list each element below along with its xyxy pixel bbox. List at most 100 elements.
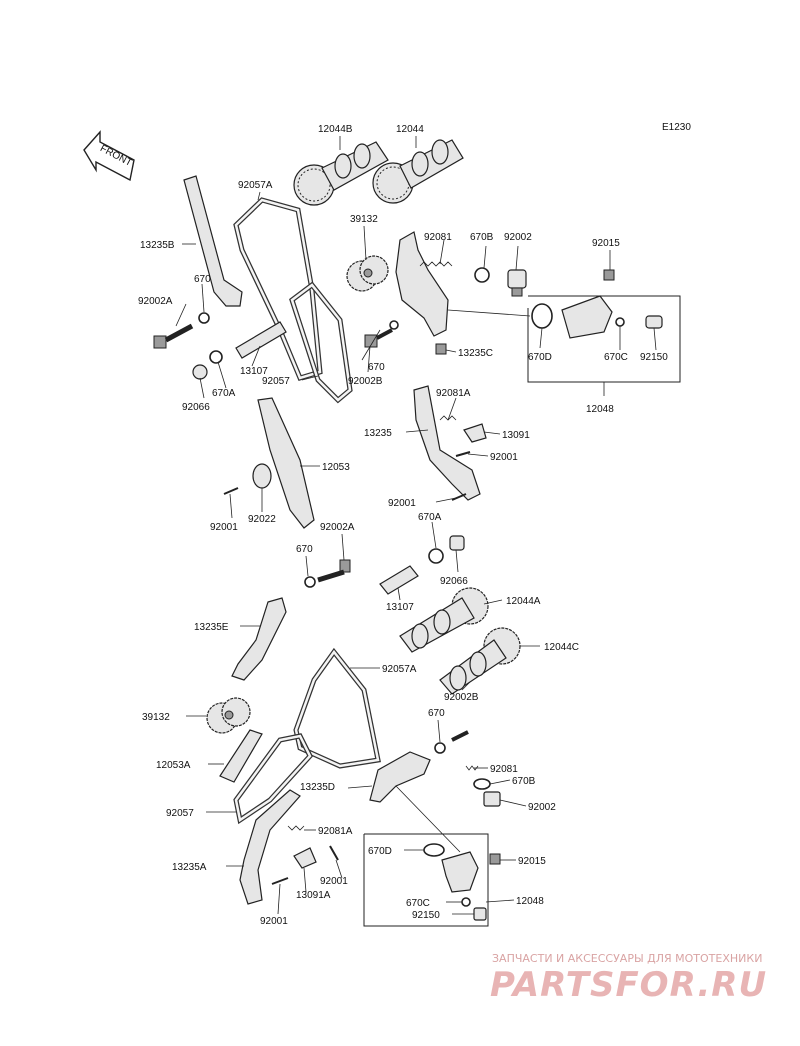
o-ring-670d-upper: [531, 303, 553, 329]
label-670b-bot: 670B: [512, 776, 536, 787]
front-arrow-icon: FRONT: [83, 130, 135, 182]
o-ring-670b-lower: [473, 778, 491, 790]
label-92001-b: 92001: [388, 498, 416, 509]
bolt-92001-e: [271, 877, 289, 885]
label-670a-b: 670A: [418, 512, 442, 523]
label-12048-bot: 12048: [516, 896, 544, 907]
chain-guide-13235: [413, 385, 481, 501]
label-13235c: 13235C: [458, 348, 493, 359]
label-670b-top: 670B: [470, 232, 494, 243]
label-670-a: 670: [194, 274, 211, 285]
o-ring-670-lower-b: [434, 742, 446, 754]
bolt-92002a-lower: [317, 559, 351, 583]
label-13235: 13235: [364, 428, 392, 439]
leader-lines: [175, 136, 657, 915]
label-92002b-b: 92002B: [444, 692, 479, 703]
cam-chain-92057a-lower: [293, 647, 381, 769]
cam-chain-92057-lower: [233, 733, 314, 825]
label-670d-bot: 670D: [368, 846, 392, 857]
label-13091a: 13091A: [296, 890, 331, 901]
label-92002-top: 92002: [504, 232, 532, 243]
label-92002b-a: 92002B: [348, 376, 383, 387]
label-92081a-bot: 92081A: [318, 826, 353, 837]
label-92081-top: 92081: [424, 232, 452, 243]
plug-92002-lower: [483, 791, 501, 807]
sprocket-39132-lower: [206, 697, 251, 734]
tensioner-arm-13235c: [395, 231, 449, 355]
label-13107-a: 13107: [240, 366, 268, 377]
sprocket-39132-upper: [346, 255, 389, 292]
label-13235b: 13235B: [140, 240, 175, 251]
bolt-92001-c: [451, 493, 467, 501]
label-92002a-b: 92002A: [320, 522, 355, 533]
label-12053: 12053: [322, 462, 350, 473]
label-12044-top: 12044: [396, 124, 424, 135]
label-92002a-a: 92002A: [138, 296, 173, 307]
label-92150-bot: 92150: [412, 910, 440, 921]
bracket-13091a: [293, 847, 317, 869]
label-92150-top: 92150: [640, 352, 668, 363]
chain-guide-13235a: [239, 789, 301, 905]
label-12044a: 12044A: [506, 596, 541, 607]
spring-92081-lower: [465, 765, 479, 771]
label-13235a: 13235A: [172, 862, 207, 873]
label-92015-bot: 92015: [518, 856, 546, 867]
bolt-92002b-lower: [451, 730, 469, 742]
label-92001-e: 92001: [260, 916, 288, 927]
label-92001-d: 92001: [320, 876, 348, 887]
o-ring-670-upper: [389, 320, 399, 330]
spring-92081a-lower: [287, 825, 305, 831]
label-13091: 13091: [502, 430, 530, 441]
label-13235d: 13235D: [300, 782, 335, 793]
label-39132-top: 39132: [350, 214, 378, 225]
plug-92066-upper: [192, 364, 208, 380]
label-13107-b: 13107: [386, 602, 414, 613]
watermark-brand: PARTSFOR.RU: [490, 965, 767, 1005]
label-39132-bot: 39132: [142, 712, 170, 723]
label-670c-top: 670C: [604, 352, 628, 363]
label-92081-bot: 92081: [490, 764, 518, 775]
label-670a-a: 670A: [212, 388, 236, 399]
part-labels: 12044B 12044 92057A 13235B 670 92002A 39…: [138, 124, 668, 927]
label-12044c: 12044C: [544, 642, 579, 653]
pin-13107-lower: [379, 565, 419, 595]
o-ring-670a-upper: [209, 350, 223, 364]
bolt-92001-a: [223, 487, 239, 495]
cap-92150-lower: [473, 907, 487, 921]
o-ring-670-lower-a: [304, 576, 316, 588]
camshaft-12044a: [399, 587, 489, 653]
bolt-92001-b: [455, 451, 471, 457]
tensioner-body-12048-upper: [561, 269, 615, 339]
chain-guide-13235d: [369, 751, 431, 803]
label-92066-a: 92066: [182, 402, 210, 413]
o-ring-670a-lower: [428, 548, 444, 564]
label-92015-top: 92015: [592, 238, 620, 249]
watermark: ЗАПЧАСТИ И АКСЕССУАРЫ ДЛЯ МОТОТЕХНИКИ PA…: [490, 952, 767, 1005]
pin-13107-upper: [235, 321, 287, 359]
spring-92081-upper: [419, 261, 453, 267]
label-12044b-top: 12044B: [318, 124, 353, 135]
chain-guide-12053a: [219, 729, 263, 783]
bolt-92001-d: [329, 845, 339, 861]
tensioner-body-12048-lower: [441, 851, 501, 893]
camshaft-12044c: [439, 627, 521, 695]
chain-guide-12053: [257, 397, 315, 529]
label-670-b: 670: [368, 362, 385, 373]
o-ring-670d-lower: [423, 843, 445, 857]
label-12053a: 12053A: [156, 760, 191, 771]
label-12048-top: 12048: [586, 404, 614, 415]
label-92002-bot: 92002: [528, 802, 556, 813]
bolt-92002a-upper: [153, 323, 194, 349]
label-13235e: 13235E: [194, 622, 229, 633]
label-670-d: 670: [428, 708, 445, 719]
label-670-c: 670: [296, 544, 313, 555]
washer-92022: [252, 463, 272, 489]
chain-guide-13235e: [231, 597, 287, 681]
label-670c-bot: 670C: [406, 898, 430, 909]
bolt-92002b-upper: [364, 328, 393, 348]
label-92057a-bot: 92057A: [382, 664, 417, 675]
chain-guide-13235b: [183, 175, 243, 307]
cap-92150-upper: [645, 315, 663, 329]
bracket-13091: [463, 423, 487, 443]
